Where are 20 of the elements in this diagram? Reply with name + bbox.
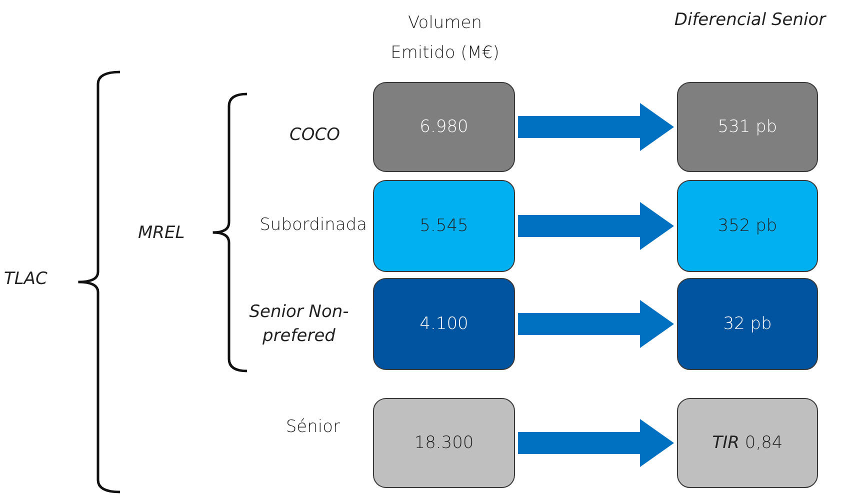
group-label: TLAC	[4, 268, 48, 291]
value-box: 5.545	[373, 180, 515, 272]
block-arrow	[518, 300, 674, 348]
row-label: Subordinada	[258, 214, 367, 237]
block-arrow	[518, 202, 674, 250]
value-box: 32 pb	[677, 278, 818, 370]
row-label: Senior Non-prefered	[248, 301, 350, 348]
group-label: MREL	[138, 222, 186, 245]
value-box: 352 pb	[677, 180, 818, 272]
block-arrow	[518, 103, 674, 151]
value-box: 531 pb	[677, 82, 818, 172]
row-label: COCO	[288, 124, 340, 147]
block-arrow	[518, 419, 674, 467]
value-box: 18.300	[373, 398, 515, 488]
value-box: TIR 0,84	[677, 398, 818, 488]
row-label: Sénior	[284, 416, 340, 439]
value-box: 4.100	[373, 278, 515, 370]
column-header: Volumen Emitido (M€)	[390, 12, 500, 65]
value-box: 6.980	[373, 82, 515, 172]
column-header: Diferencial Senior	[673, 9, 828, 32]
